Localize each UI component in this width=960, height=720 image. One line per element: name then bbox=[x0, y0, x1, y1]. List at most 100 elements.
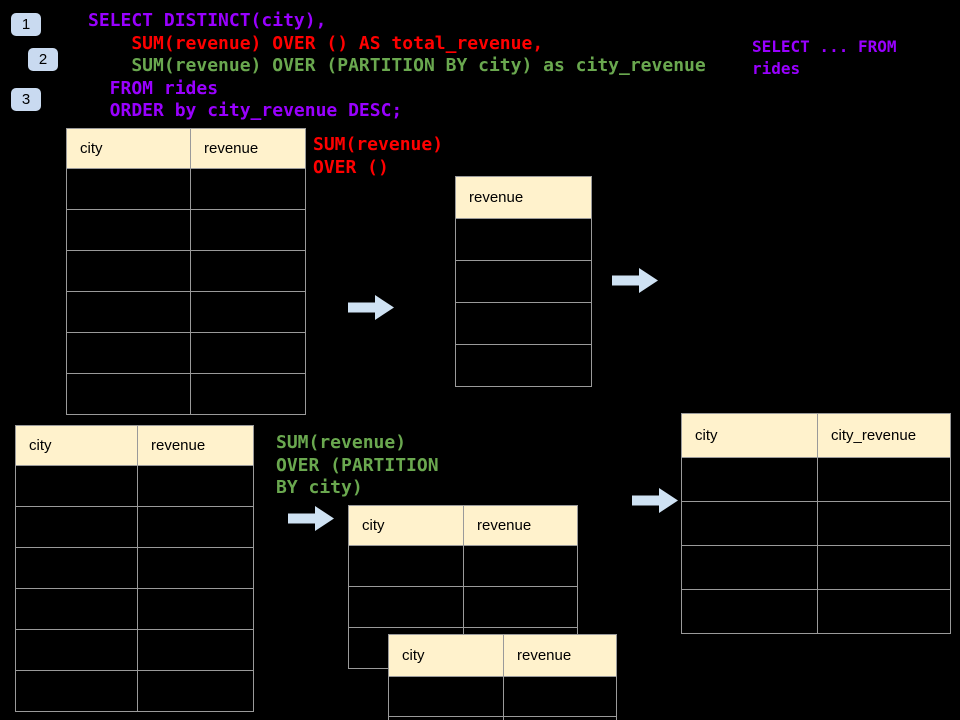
table-rides-source-bottom: city revenue bbox=[15, 425, 254, 712]
table-cell bbox=[455, 260, 592, 303]
table-header-row: city revenue bbox=[348, 505, 578, 546]
table-cell bbox=[388, 676, 504, 717]
label-total-line-2: OVER () bbox=[313, 156, 389, 178]
column-header-city: city bbox=[348, 505, 464, 546]
table-header-row: city revenue bbox=[388, 634, 617, 677]
table-cell bbox=[455, 302, 592, 345]
column-header-city: city bbox=[681, 413, 818, 458]
table-row bbox=[681, 501, 951, 546]
label-partition-line-1: SUM(revenue) bbox=[276, 432, 407, 453]
table-row bbox=[15, 629, 254, 671]
side-note-select-from: SELECT ... FROM rides bbox=[752, 36, 897, 80]
table-row bbox=[348, 545, 578, 587]
label-partition-line-3: BY city) bbox=[276, 477, 363, 498]
sql-line-total-revenue: SUM(revenue) OVER () AS total_revenue, bbox=[88, 32, 544, 54]
sql-line-select: SELECT DISTINCT(city), bbox=[88, 10, 327, 31]
table-row bbox=[66, 291, 306, 333]
arrow-right-icon bbox=[348, 295, 394, 320]
table-cell bbox=[817, 589, 951, 634]
table-cell bbox=[503, 676, 617, 717]
table-row bbox=[388, 676, 617, 717]
label-partition-line-2: OVER (PARTITION bbox=[276, 454, 439, 476]
table-cell bbox=[817, 545, 951, 590]
table-cell bbox=[137, 629, 254, 671]
table-cell bbox=[348, 545, 464, 587]
column-header-revenue: revenue bbox=[503, 634, 617, 677]
table-city-revenue-result: city city_revenue bbox=[681, 413, 951, 634]
column-header-city: city bbox=[388, 634, 504, 677]
table-cell bbox=[137, 670, 254, 712]
table-cell bbox=[137, 465, 254, 507]
side-note-line-2: rides bbox=[752, 59, 801, 78]
column-header-city: city bbox=[66, 128, 191, 169]
step-badge-3: 3 bbox=[11, 88, 41, 111]
arrow-right-icon bbox=[632, 488, 678, 513]
table-row bbox=[66, 373, 306, 415]
table-row bbox=[681, 457, 951, 502]
table-cell bbox=[15, 465, 138, 507]
table-row bbox=[66, 168, 306, 210]
table-cell bbox=[348, 586, 464, 628]
table-cell bbox=[817, 457, 951, 502]
sql-code-block: SELECT DISTINCT(city), SUM(revenue) OVER… bbox=[88, 10, 706, 123]
table-cell bbox=[15, 670, 138, 712]
table-cell bbox=[681, 501, 818, 546]
step-badge-2: 2 bbox=[28, 48, 58, 71]
arrow-right-icon bbox=[612, 268, 658, 293]
table-cell bbox=[190, 332, 306, 374]
table-row bbox=[455, 344, 592, 387]
label-total-line-1: SUM(revenue) bbox=[313, 134, 444, 155]
table-cell bbox=[388, 716, 504, 720]
table-row bbox=[455, 302, 592, 345]
table-cell bbox=[455, 344, 592, 387]
table-cell bbox=[66, 373, 191, 415]
sql-line-order-by: ORDER by city_revenue DESC; bbox=[88, 100, 403, 121]
sql-line-city-revenue: SUM(revenue) OVER (PARTITION BY city) as… bbox=[88, 55, 706, 76]
table-row bbox=[388, 716, 617, 720]
column-header-revenue: revenue bbox=[137, 425, 254, 466]
column-header-city: city bbox=[15, 425, 138, 466]
table-cell bbox=[137, 547, 254, 589]
arrow-right-icon bbox=[288, 506, 334, 531]
table-row bbox=[455, 218, 592, 261]
table-total-revenue-result: revenue bbox=[455, 176, 592, 387]
table-cell bbox=[681, 457, 818, 502]
table-row bbox=[66, 250, 306, 292]
table-row bbox=[15, 547, 254, 589]
table-row bbox=[15, 465, 254, 507]
table-header-row: revenue bbox=[455, 176, 592, 219]
table-row bbox=[15, 670, 254, 712]
table-cell bbox=[66, 168, 191, 210]
table-header-row: city revenue bbox=[66, 128, 306, 169]
table-row bbox=[455, 260, 592, 303]
table-cell bbox=[817, 501, 951, 546]
table-cell bbox=[15, 588, 138, 630]
label-sum-over-total: SUM(revenue)OVER () bbox=[313, 134, 443, 179]
table-cell bbox=[503, 716, 617, 720]
table-cell bbox=[15, 547, 138, 589]
table-header-row: city revenue bbox=[15, 425, 254, 466]
table-cell bbox=[66, 332, 191, 374]
table-row bbox=[66, 209, 306, 251]
table-cell bbox=[190, 168, 306, 210]
column-header-city-revenue: city_revenue bbox=[817, 413, 951, 458]
table-cell bbox=[463, 545, 578, 587]
table-cell bbox=[66, 209, 191, 251]
table-partition-overlay: city revenue bbox=[388, 634, 617, 720]
table-row bbox=[15, 506, 254, 548]
table-row bbox=[681, 589, 951, 634]
sql-line-from: FROM rides bbox=[88, 77, 219, 99]
table-header-row: city city_revenue bbox=[681, 413, 951, 458]
table-cell bbox=[190, 209, 306, 251]
column-header-revenue: revenue bbox=[190, 128, 306, 169]
table-cell bbox=[15, 506, 138, 548]
table-cell bbox=[190, 250, 306, 292]
side-note-line-1: SELECT ... FROM bbox=[752, 37, 897, 56]
table-cell bbox=[66, 250, 191, 292]
table-cell bbox=[66, 291, 191, 333]
table-rides-source-top: city revenue bbox=[66, 128, 306, 415]
table-row bbox=[681, 545, 951, 590]
table-cell bbox=[455, 218, 592, 261]
